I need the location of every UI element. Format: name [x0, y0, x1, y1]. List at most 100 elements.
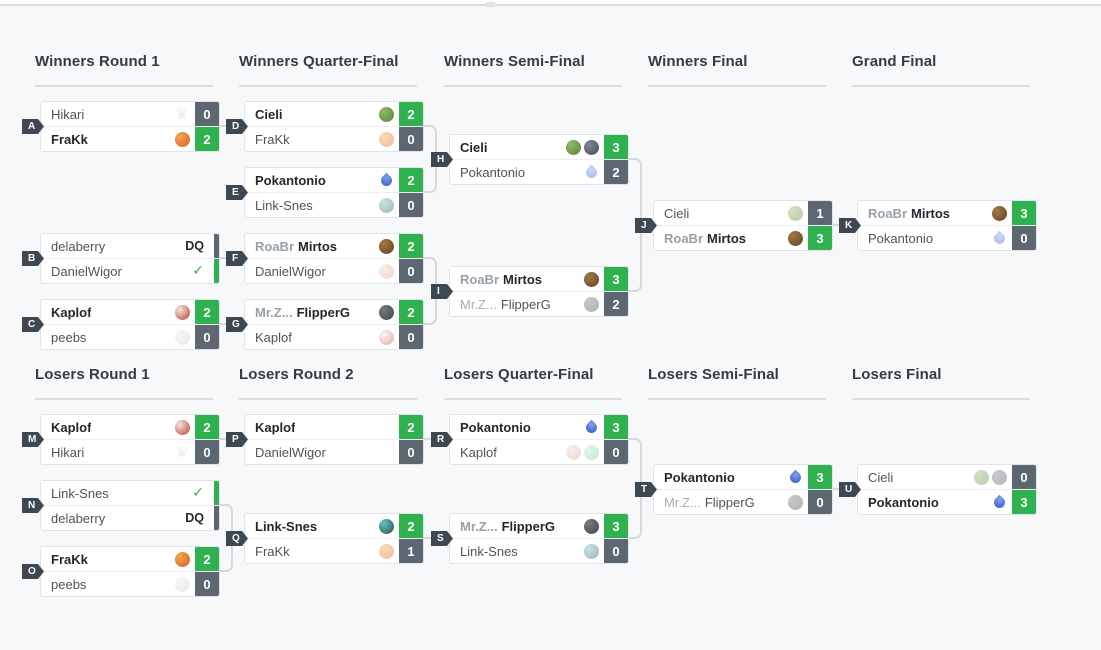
- player-name: Link-Snes: [460, 543, 518, 559]
- player-name: Kaplof: [255, 329, 292, 345]
- player-name: Pokantonio: [255, 172, 326, 188]
- bracket-connector: [627, 158, 642, 226]
- player-icons: [974, 469, 1007, 485]
- player-name: Link-Snes: [255, 197, 313, 213]
- player-icons: [583, 164, 600, 180]
- player-name: DanielWigor: [255, 444, 326, 460]
- player-row[interactable]: Cieli 0: [858, 465, 1036, 489]
- score-box: 0: [399, 193, 423, 217]
- player-icons: [379, 197, 394, 213]
- match-tag: G: [226, 317, 248, 332]
- crown-icon: ♛: [175, 442, 189, 461]
- match-tag: Q: [226, 531, 248, 546]
- score-box: 2: [399, 102, 423, 126]
- player-icons: [379, 238, 394, 254]
- player-row[interactable]: DanielWigor✓: [41, 258, 219, 283]
- player-name: Hikari: [51, 106, 85, 122]
- player-icons: [991, 494, 1008, 510]
- player-icons: [175, 304, 190, 320]
- round-title: Grand Final: [852, 53, 937, 70]
- player-icons: [584, 543, 599, 559]
- top-border-bar: [0, 0, 1101, 6]
- score-box: 2: [195, 300, 219, 324]
- match-tag: O: [22, 564, 44, 579]
- player-name: Cieli: [868, 469, 894, 485]
- droplet-icon: [991, 230, 1008, 246]
- match-tag: D: [226, 119, 248, 134]
- bracket-connector: [422, 125, 437, 160]
- beast-icon: [584, 139, 599, 155]
- player-icons: [788, 230, 803, 246]
- round-title-underline: [239, 398, 417, 400]
- player-name: Hikari: [51, 444, 85, 460]
- player-icons: ♛: [174, 442, 190, 461]
- player-name: Kaplof: [51, 304, 92, 320]
- player-row[interactable]: Hikari♛0: [41, 439, 219, 464]
- score-box: 0: [1012, 465, 1036, 489]
- dq-label: DQ: [185, 239, 204, 253]
- player-row[interactable]: Kaplof 2: [41, 300, 219, 324]
- player-row[interactable]: Link-Snes 0: [245, 192, 423, 217]
- scroll-grip[interactable]: [485, 2, 496, 7]
- player-row[interactable]: Hikari♛0: [41, 102, 219, 126]
- player-name: delaberry: [51, 510, 106, 526]
- player-row[interactable]: Link-Snes✓: [41, 481, 219, 505]
- bracket-connector: [627, 488, 642, 539]
- score-box: 0: [1012, 226, 1036, 250]
